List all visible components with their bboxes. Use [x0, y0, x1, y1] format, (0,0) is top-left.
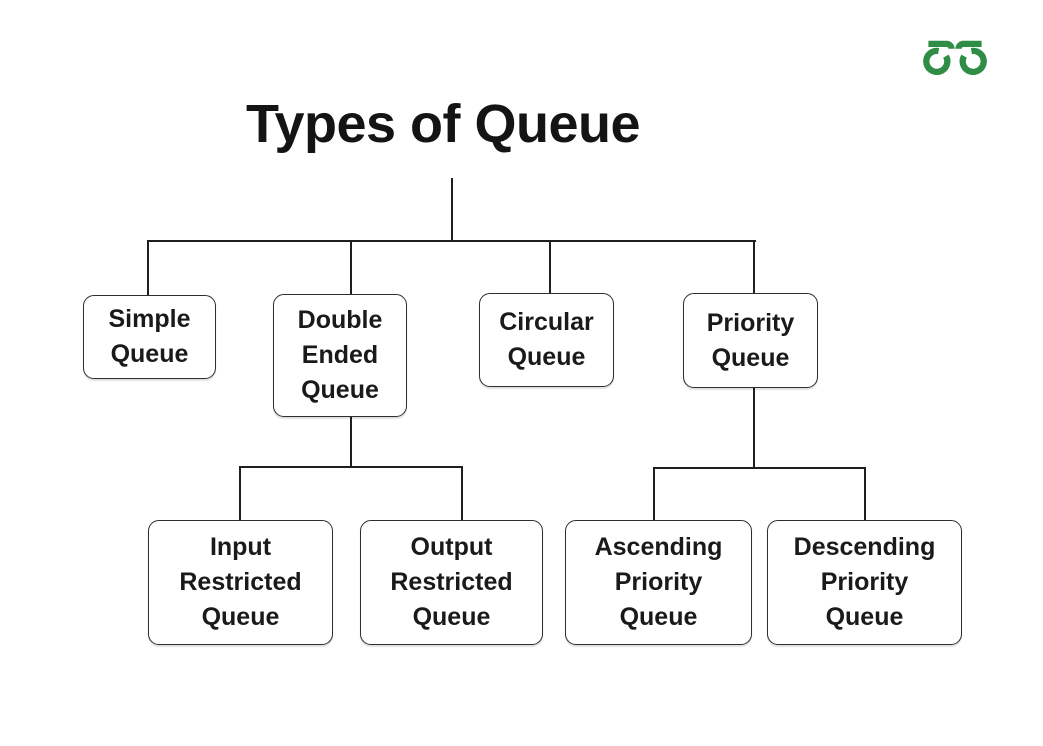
node-priority-queue: Priority Queue [683, 293, 818, 388]
node-priority-queue-label: Priority Queue [706, 308, 795, 372]
node-descending-priority-queue-label: Descending Priority Queue [793, 533, 936, 631]
diagram-title: Types of Queue [245, 94, 641, 154]
node-simple-queue-label: Simple Queue [108, 305, 191, 368]
node-circular-queue: Circular Queue [479, 293, 614, 387]
node-input-restricted-queue: Input Restricted Queue [148, 520, 333, 645]
node-input-restricted-queue-label: Input Restricted Queue [179, 533, 302, 631]
node-simple-queue: Simple Queue [83, 295, 216, 379]
node-descending-priority-queue: Descending Priority Queue [767, 520, 962, 645]
node-double-ended-queue: Double Ended Queue [273, 294, 407, 417]
node-ascending-priority-queue-label: Ascending Priority Queue [594, 533, 723, 631]
node-ascending-priority-queue: Ascending Priority Queue [565, 520, 752, 645]
node-output-restricted-queue: Output Restricted Queue [360, 520, 543, 645]
node-double-ended-queue-label: Double Ended Queue [297, 306, 383, 404]
node-output-restricted-queue-label: Output Restricted Queue [390, 533, 513, 631]
node-circular-queue-label: Circular Queue [499, 308, 594, 371]
geeksforgeeks-logo-icon [923, 40, 987, 75]
